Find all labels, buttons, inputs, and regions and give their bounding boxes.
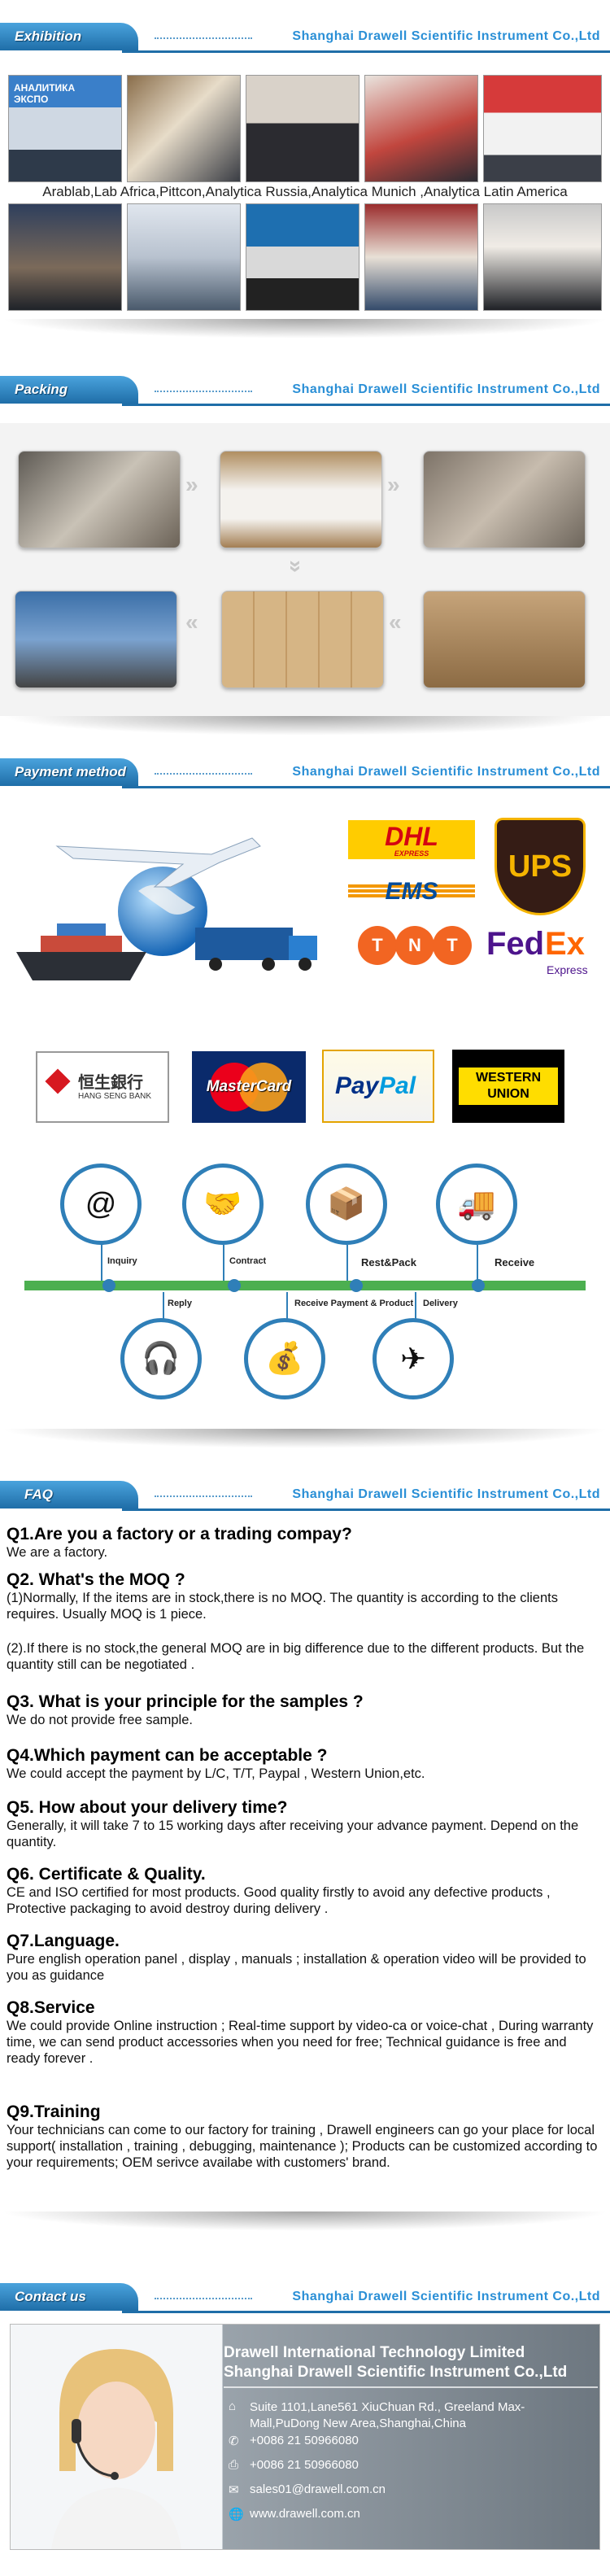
timeline-bar (24, 1281, 586, 1290)
email-icon: ✉ (229, 2483, 239, 2497)
faq-answer: We do not provide free sample. (7, 1713, 193, 1727)
fax-icon: ⎙ (229, 2458, 239, 2472)
contact-email[interactable]: sales01@drawell.com.cn (250, 2482, 386, 2496)
airplane-icon: ✈ (373, 1318, 454, 1399)
company-name: Shanghai Drawell Scientific Instrument C… (292, 382, 600, 396)
globe-cargo-icon (16, 837, 317, 980)
faq-answer: CE and ISO certified for most products. … (7, 1885, 551, 1916)
chevron-right-icon: » (387, 472, 400, 497)
faq-question: Q2. What's the MOQ ? (7, 1570, 185, 1589)
faq-question: Q8.Service (7, 1998, 95, 2017)
inquiry-icon: @ (60, 1164, 142, 1245)
step-delivery: Delivery (423, 1299, 458, 1308)
section-header-exhibition: Exhibition Shanghai Drawell Scientific I… (0, 20, 610, 55)
mastercard-logo: MasterCard (192, 1051, 306, 1123)
exhibition-photo (8, 203, 122, 311)
exhibition-photo (483, 203, 602, 311)
faq-question: Q7.Language. (7, 1932, 120, 1950)
exhibition-photo (127, 75, 241, 182)
faq-question: Q3. What is your principle for the sampl… (7, 1692, 364, 1711)
faq-question: Q9.Training (7, 2102, 101, 2121)
faq-question: Q4.Which payment can be acceptable ? (7, 1746, 328, 1765)
bank-icon (45, 1068, 71, 1094)
customer-service-icon: 🎧 (120, 1318, 202, 1399)
package-icon: 📦 (306, 1164, 387, 1245)
contact-card: Drawell International Technology Limited… (10, 2324, 600, 2550)
exhibition-photo (483, 75, 602, 182)
paypal-logo: Pay Pal (322, 1050, 434, 1123)
packing-steps: » » » » » (0, 423, 610, 716)
step-contract: Contract (229, 1256, 267, 1266)
packing-photo (221, 591, 384, 688)
section-header-faq: FAQ Shanghai Drawell Scientific Instrume… (0, 1478, 610, 1513)
contact-address: Suite 1101,Lane561 XiuChuan Rd., Greelan… (250, 2400, 525, 2430)
faq-answer: We could provide Online instruction ; Re… (7, 2019, 594, 2066)
faq-answer: We could accept the payment by L/C, T/T,… (7, 1766, 425, 1781)
packing-photo (423, 451, 586, 548)
packing-photo (15, 591, 177, 688)
faq-answer: (2).If there is no stock,the general MOQ… (7, 1641, 585, 1672)
order-process-flow: @ Inquiry 🤝 Contract 📦 Rest&Pack 🚚 Recei… (0, 1155, 610, 1424)
contact-company-intl: Drawell International Technology Limited (224, 2344, 525, 2361)
step-rest-pack: Rest&Pack (361, 1256, 416, 1268)
company-name: Shanghai Drawell Scientific Instrument C… (292, 765, 600, 779)
exhibition-photo (364, 75, 478, 182)
section-title: Exhibition (0, 23, 138, 50)
globe-icon: 🌐 (229, 2508, 244, 2521)
chevron-down-icon: » (283, 560, 309, 573)
faq-answer: We are a factory. (7, 1545, 108, 1560)
home-icon: ⌂ (229, 2399, 237, 2413)
western-union-logo: WESTERN UNION (452, 1050, 564, 1123)
faq-question: Q1.Are you a factory or a trading compay… (7, 1525, 352, 1543)
packing-photo (423, 591, 586, 688)
dhl-logo: DHL EXPRESS (348, 820, 475, 859)
exhibition-photo (127, 203, 241, 311)
chevron-right-icon: » (185, 472, 198, 497)
section-title: FAQ (0, 1481, 138, 1508)
ups-logo: UPS (495, 818, 586, 915)
support-agent-icon (51, 2349, 181, 2549)
section-header-packing: Packing Shanghai Drawell Scientific Inst… (0, 373, 610, 408)
step-inquiry: Inquiry (107, 1256, 137, 1266)
contact-company-cn: Shanghai Drawell Scientific Instrument C… (224, 2364, 568, 2381)
contract-icon: 🤝 (182, 1164, 264, 1245)
section-header-payment: Payment method Shanghai Drawell Scientif… (0, 755, 610, 791)
step-receive-payment: Receive Payment & Product (294, 1299, 414, 1308)
step-reply: Reply (168, 1299, 192, 1308)
section-title: Contact us (0, 2283, 138, 2311)
section-header-contact: Contact us Shanghai Drawell Scientific I… (0, 2280, 610, 2316)
step-receive: Receive (495, 1256, 535, 1268)
section-title: Payment method (0, 758, 138, 786)
faq-answer: (1)Normally, If the items are in stock,t… (7, 1591, 558, 1622)
company-name: Shanghai Drawell Scientific Instrument C… (292, 2290, 600, 2303)
faq-question: Q5. How about your delivery time? (7, 1798, 288, 1817)
fedex-logo: Fed Ex Express (486, 926, 588, 976)
ems-logo: EMS (348, 875, 475, 909)
faq-answer: Your technicians can come to our factory… (7, 2123, 598, 2170)
contact-website[interactable]: www.drawell.com.cn (250, 2507, 360, 2521)
chevron-left-icon: » (185, 613, 198, 638)
contact-phone[interactable]: +0086 21 50966080 (250, 2434, 359, 2447)
exhibition-photo: АНАЛИТИКА ЭКСПО (8, 75, 122, 182)
packing-photo (220, 451, 382, 548)
company-name: Shanghai Drawell Scientific Instrument C… (292, 29, 600, 43)
chevron-left-icon: » (389, 613, 402, 638)
section-title: Packing (0, 376, 138, 404)
tnt-logo: T N T TNT (358, 926, 478, 976)
exhibition-caption: Arablab,Lab Africa,Pittcon,Analytica Rus… (42, 184, 568, 199)
hang-seng-bank-logo: 恒生銀行 HANG SENG BANK (36, 1051, 169, 1123)
exhibition-photo (364, 203, 478, 311)
faq-question: Q6. Certificate & Quality. (7, 1865, 206, 1884)
company-name: Shanghai Drawell Scientific Instrument C… (292, 1487, 600, 1501)
truck-icon: 🚚 (436, 1164, 517, 1245)
exhibition-photo (246, 203, 359, 311)
exhibition-photo (246, 75, 359, 182)
faq-answer: Pure english operation panel , display ,… (7, 1952, 586, 1983)
payment-icon: 💰 (244, 1318, 325, 1399)
logistics-illustration (8, 814, 325, 1001)
packing-photo (18, 451, 181, 548)
contact-fax: +0086 21 50966080 (250, 2458, 359, 2472)
faq-answer: Generally, it will take 7 to 15 working … (7, 1818, 579, 1849)
phone-icon: ✆ (229, 2434, 239, 2448)
